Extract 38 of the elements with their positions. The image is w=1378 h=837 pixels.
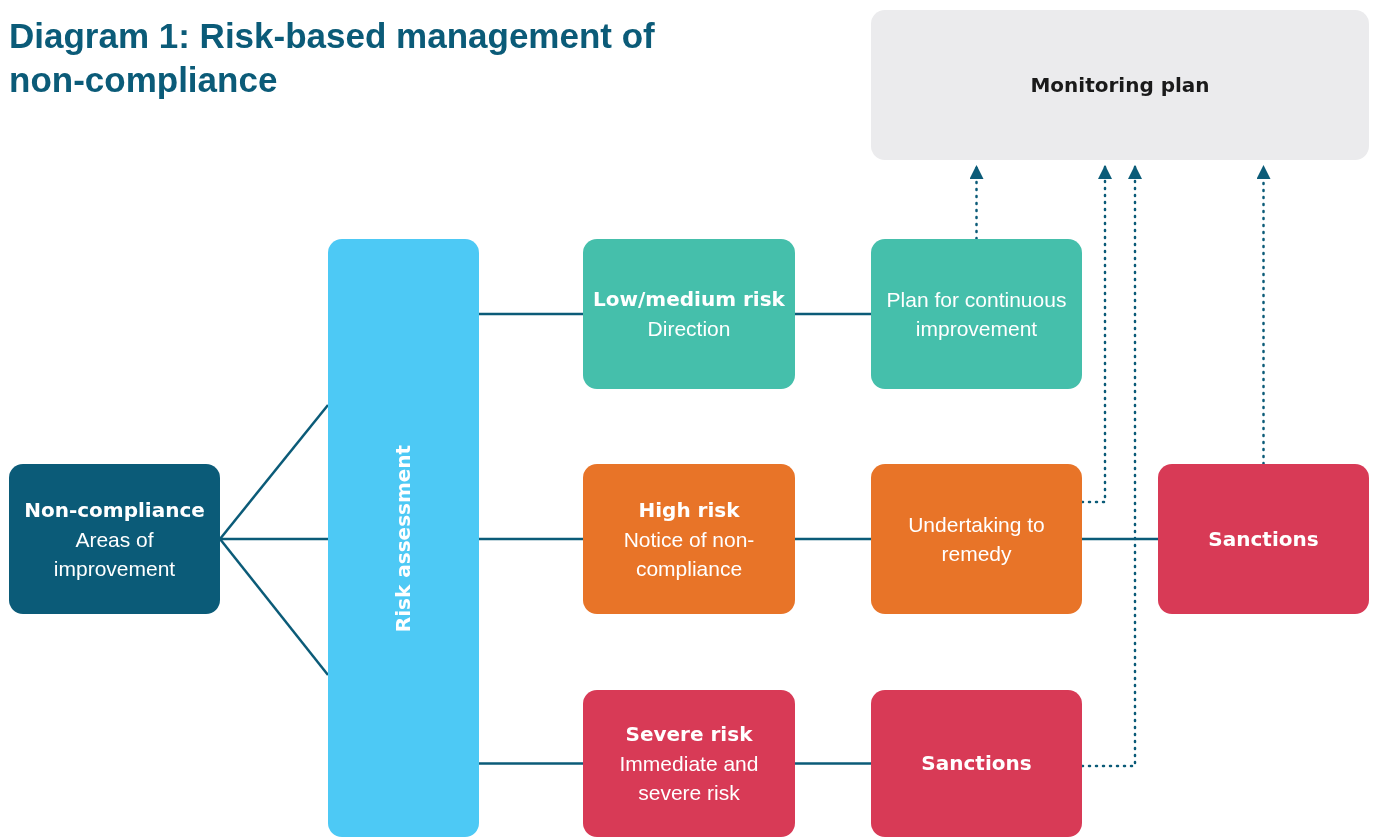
connector-line <box>795 762 871 765</box>
action-box <box>871 464 1082 614</box>
box-heading: Monitoring plan <box>1030 71 1210 99</box>
process-box <box>9 464 220 614</box>
box-text: Undertaking to remedy <box>907 512 1046 567</box>
box-heading: Low/medium risk <box>593 286 785 313</box>
connector-line <box>479 312 583 316</box>
box-heading: Sanctions <box>921 750 1032 777</box>
assessment-bar <box>328 239 479 837</box>
box-heading: Risk assessment <box>390 444 416 632</box>
risk-box <box>583 464 795 614</box>
diagram-title: Diagram 1: Risk-based management of non-compliance <box>9 15 656 101</box>
box-text: Direction <box>647 316 731 342</box>
connector-line <box>795 312 871 316</box>
arrow <box>1080 163 1112 504</box>
connector-line <box>219 404 329 540</box>
arrow <box>1080 163 1142 768</box>
box-heading: Non-compliance <box>24 496 205 524</box>
box-heading: Sanctions <box>1208 525 1319 553</box>
connector-line <box>479 537 583 541</box>
connector-line <box>479 762 583 765</box>
box-text: Plan for continuous improvement <box>885 287 1068 342</box>
box-text: Immediate and severe risk <box>618 751 760 806</box>
risk-box <box>583 690 795 837</box>
action-box <box>871 239 1082 389</box>
box-text: Notice of non-compliance <box>622 526 756 582</box>
connector-line <box>219 538 329 676</box>
arrow <box>969 163 984 241</box>
box-heading: Severe risk <box>625 721 753 748</box>
action-box <box>1158 464 1369 614</box>
connector-line <box>795 537 871 541</box>
connector-line <box>220 537 328 541</box>
arrow <box>1256 163 1271 466</box>
connector-line <box>1082 537 1158 541</box>
risk-box <box>583 239 795 389</box>
box-text: Areas of improvement <box>52 526 177 582</box>
action-box <box>871 690 1082 837</box>
box-heading: High risk <box>638 496 740 524</box>
